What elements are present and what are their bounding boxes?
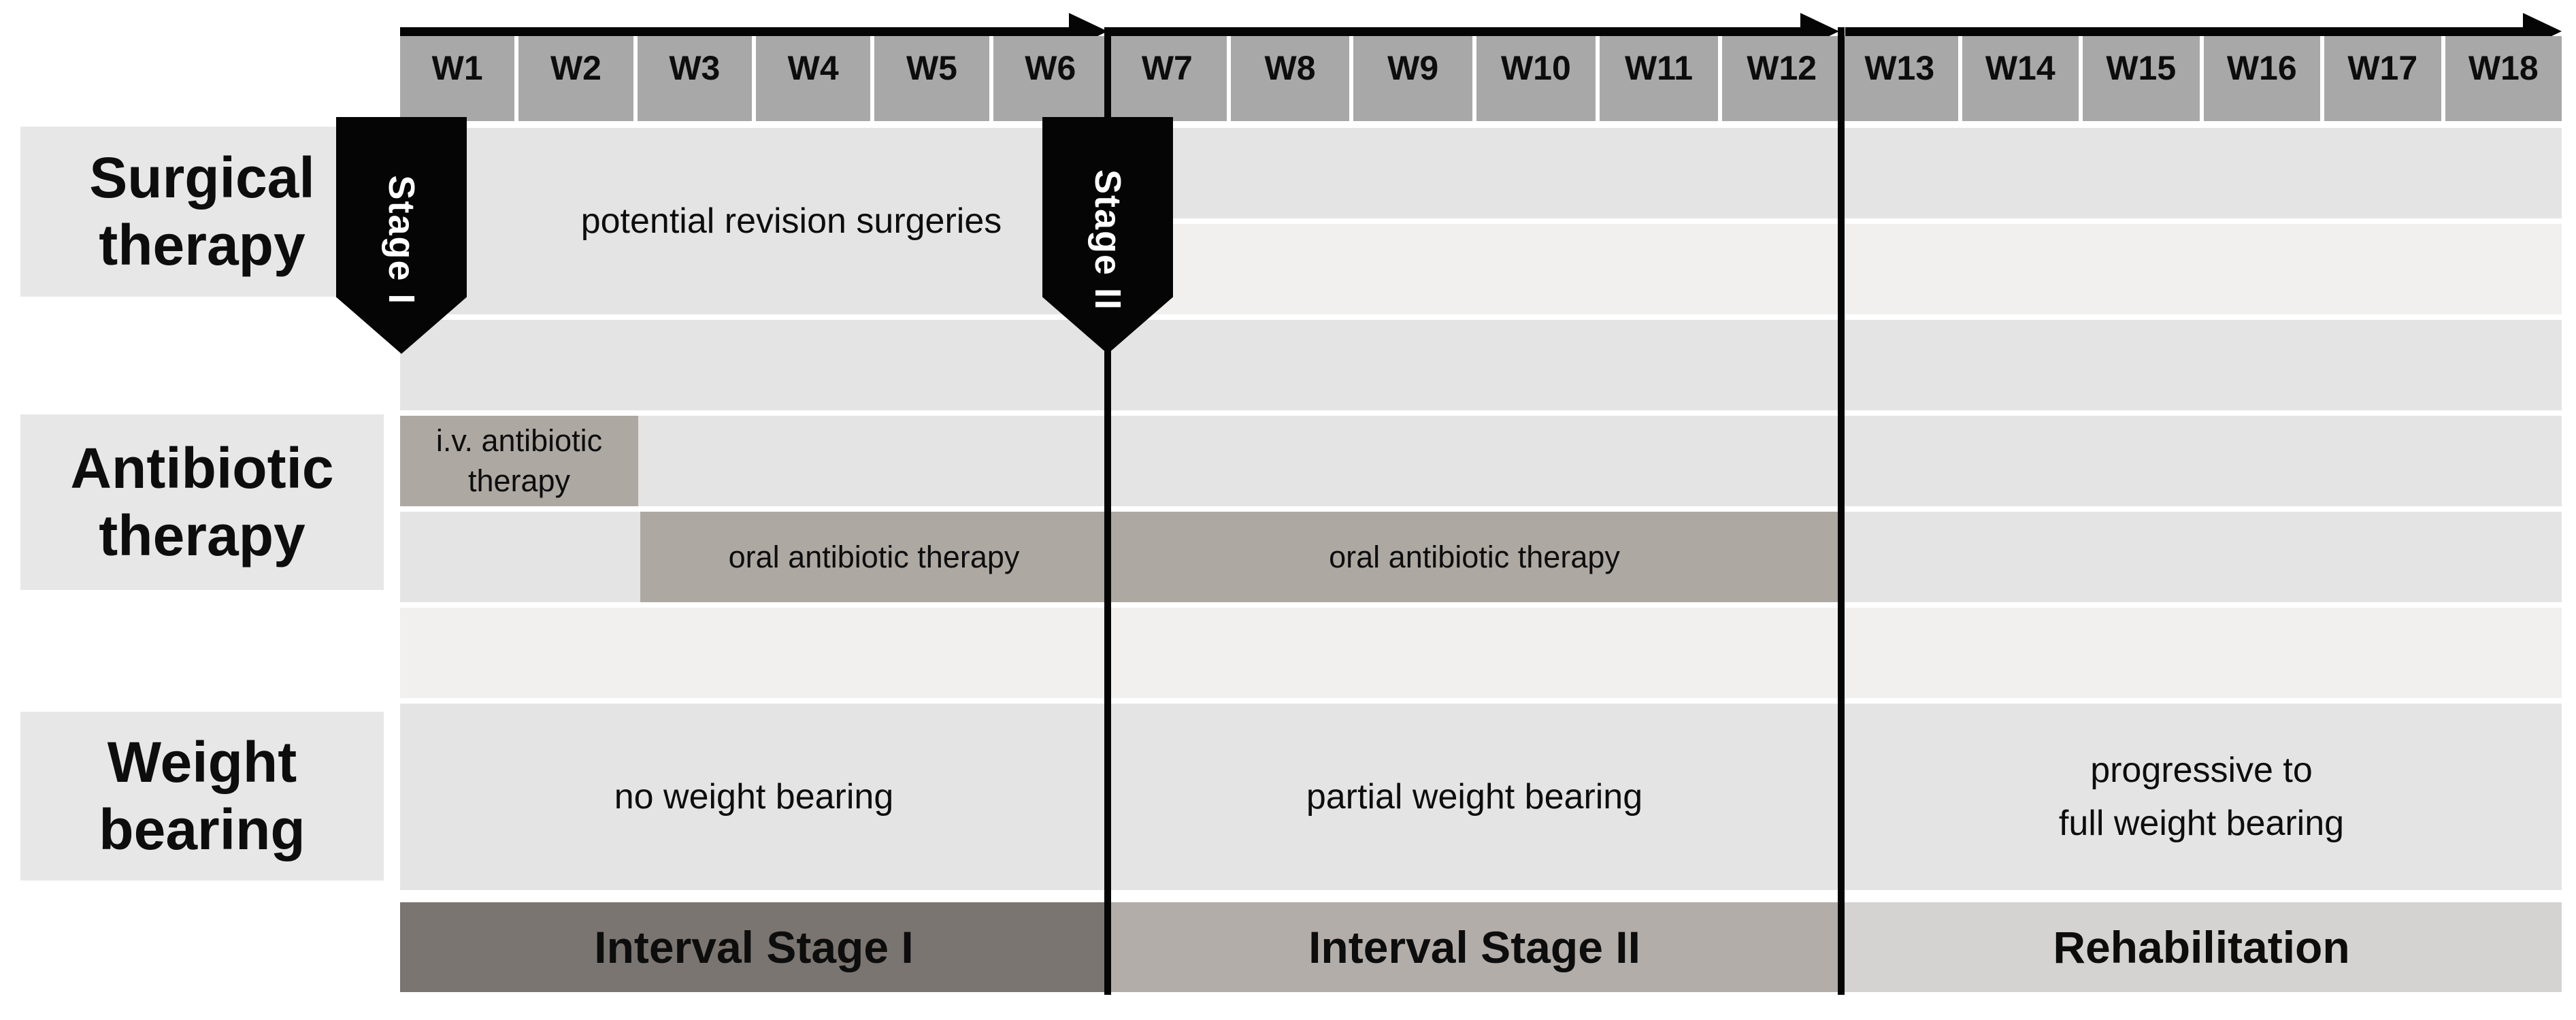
week-header-cell: W2: [518, 36, 633, 121]
oral-antibiotic-label-stage2: oral antibiotic therapy: [1329, 539, 1620, 574]
weight-bearing-row-band: no weight bearing partial weight bearing…: [400, 704, 2562, 890]
week-header-cell: W10: [1476, 36, 1596, 121]
stage1-pennant-label: Stage I: [381, 175, 422, 306]
week-header-cell: W6: [993, 36, 1108, 121]
axis-arrow-shaft-1: [400, 27, 1070, 36]
phase-bar-interval-stage-2: Interval Stage II: [1108, 902, 1841, 992]
no-weight-bearing-label: no weight bearing: [614, 777, 894, 817]
week-header-cell: W8: [1230, 36, 1350, 121]
phase-bar-interval-stage-1: Interval Stage I: [400, 902, 1108, 992]
week-header-section-1: W1 W2 W3 W4 W5 W6: [400, 36, 1108, 121]
axis-arrow-shaft-3: [1845, 27, 2524, 36]
surgical-row-band: [1108, 128, 2562, 218]
row-label-weight-bearing: Weight bearing: [20, 712, 384, 881]
week-header-section-3: W13 W14 W15 W16 W17 W18: [1841, 36, 2562, 121]
week-header-cell: W15: [2083, 36, 2200, 121]
iv-antibiotic-bar: i.v. antibiotic therapy: [400, 416, 638, 506]
week-header-cell: W5: [874, 36, 989, 121]
iv-antibiotic-row-band: [400, 416, 2562, 506]
week-header-cell: W18: [2445, 36, 2562, 121]
week-header-cell: W9: [1353, 36, 1473, 121]
rehab-boundary-line: [1838, 27, 1845, 995]
oral-antibiotic-label-stage1: oral antibiotic therapy: [728, 539, 1020, 574]
week-header-section-2: W7 W8 W9 W10 W11 W12: [1108, 36, 1842, 121]
week-header-cell: W11: [1599, 36, 1719, 121]
row-label-antibiotic-therapy: Antibiotic therapy: [20, 414, 384, 590]
spacer-row-band: [1108, 224, 2562, 314]
oral-antibiotic-bar: oral antibiotic therapy oral antibiotic …: [640, 512, 1841, 602]
week-header-cell: W4: [755, 36, 871, 121]
phase-bar-rehabilitation: Rehabilitation: [1841, 902, 2562, 992]
stage2-boundary-line: [1104, 27, 1111, 995]
progressive-weight-bearing-label: progressive to full weight bearing: [2058, 751, 2345, 843]
stage2-pennant-marker: Stage II: [1042, 117, 1173, 354]
week-header-cell: W13: [1841, 36, 1958, 121]
week-header-cell: W3: [637, 36, 752, 121]
axis-arrow-shaft-2: [1108, 27, 1800, 36]
week-header-cell: W1: [400, 36, 515, 121]
week-header-cell: W7: [1108, 36, 1227, 121]
surgical-revision-bar: potential revision surgeries: [400, 128, 1108, 314]
week-header-cell: W14: [1962, 36, 2079, 121]
stage1-pennant-marker: Stage I: [336, 117, 467, 354]
spacer-row-band: [400, 608, 2562, 698]
week-header-cell: W12: [1722, 36, 1842, 121]
stage2-pennant-label: Stage II: [1087, 169, 1128, 311]
spacer-row-band: [400, 320, 2562, 410]
surgical-revision-label: potential revision surgeries: [580, 201, 1002, 241]
row-label-surgical-therapy: Surgical therapy: [20, 127, 384, 297]
partial-weight-bearing-label: partial weight bearing: [1306, 777, 1643, 817]
week-header-cell: W17: [2324, 36, 2441, 121]
week-header-cell: W16: [2203, 36, 2320, 121]
